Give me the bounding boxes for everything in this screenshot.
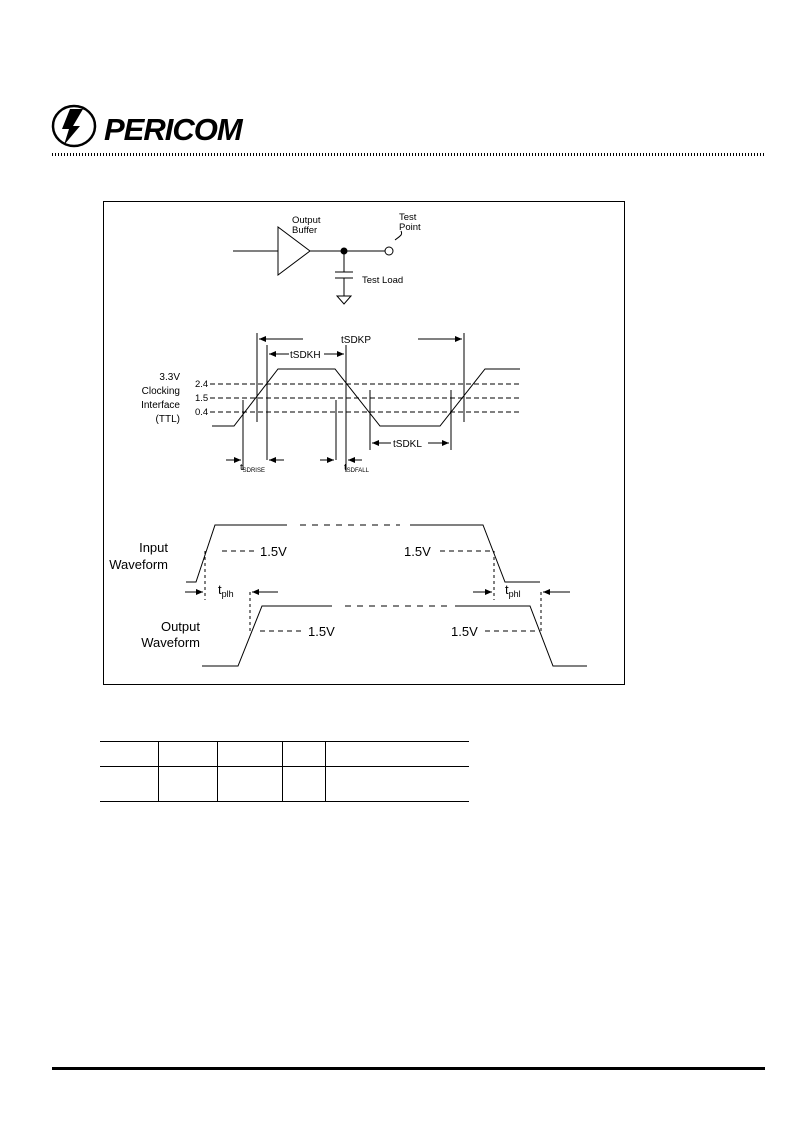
pericom-logo: PERICOM — [51, 104, 245, 148]
table-header-row — [100, 741, 469, 767]
junction-dot — [340, 247, 348, 255]
table-cell — [100, 766, 159, 802]
output-buffer-label: Output — [292, 215, 321, 226]
table-cell — [282, 766, 326, 802]
input-waveform-label-2: Waveform — [109, 557, 168, 572]
level-mid-label: 1.5 — [195, 393, 208, 404]
period-label: tSDKP — [341, 335, 371, 346]
test-point-icon — [384, 246, 394, 256]
table-cell — [217, 766, 283, 802]
ground-icon — [335, 295, 353, 305]
rise-time-label: tSDRISE — [240, 462, 265, 474]
output-waveform-label: Output — [161, 619, 200, 634]
table-cell — [325, 766, 469, 802]
interface-label-4: (TTL) — [156, 414, 180, 425]
input-threshold-label-left: 1.5V — [260, 544, 287, 559]
test-circuit — [233, 226, 403, 305]
diagram-frame — [103, 201, 625, 685]
test-point-label: Test — [399, 212, 417, 223]
output-rising-edge — [202, 605, 332, 667]
table-cell — [100, 741, 159, 767]
output-buffer-symbol — [277, 226, 311, 276]
clock-thresholds — [210, 383, 520, 413]
level-low-label: 0.4 — [195, 407, 208, 418]
table-cell — [158, 766, 218, 802]
level-high-label: 2.4 — [195, 379, 208, 390]
output-threshold-label-left: 1.5V — [308, 624, 335, 639]
table-cell — [158, 741, 218, 767]
interface-label-3: Interface — [141, 400, 180, 411]
output-buffer-label-2: Buffer — [292, 225, 317, 236]
interface-label-2: Clocking — [142, 386, 180, 397]
clock-waveform — [212, 368, 520, 427]
test-point-label-2: Point — [399, 222, 421, 233]
output-falling-edge — [455, 605, 587, 667]
table-row — [100, 766, 469, 802]
table-cell — [325, 741, 469, 767]
test-load-label: Test Load — [362, 275, 403, 286]
header-dotted-rule — [52, 153, 765, 156]
input-waveform-label: Input — [139, 540, 168, 555]
input-threshold-label-right: 1.5V — [404, 544, 431, 559]
fall-time-label: tSDFALL — [344, 462, 370, 474]
interface-label: 3.3V — [159, 372, 180, 383]
high-time-label: tSDKH — [290, 350, 321, 361]
clock-markers — [226, 333, 465, 472]
table-cell — [282, 741, 326, 767]
test-point-leader — [394, 230, 403, 241]
spec-table — [100, 741, 469, 802]
output-threshold-label-right: 1.5V — [451, 624, 478, 639]
tplh-label: tplh — [218, 582, 234, 599]
propagation-waveforms — [185, 524, 587, 667]
brand-name: PERICOM — [104, 112, 244, 147]
low-time-label: tSDKL — [393, 439, 422, 450]
table-cell — [217, 741, 283, 767]
tphl-label: tphl — [505, 582, 521, 599]
output-waveform-label-2: Waveform — [141, 635, 200, 650]
footer-rule — [52, 1067, 765, 1070]
